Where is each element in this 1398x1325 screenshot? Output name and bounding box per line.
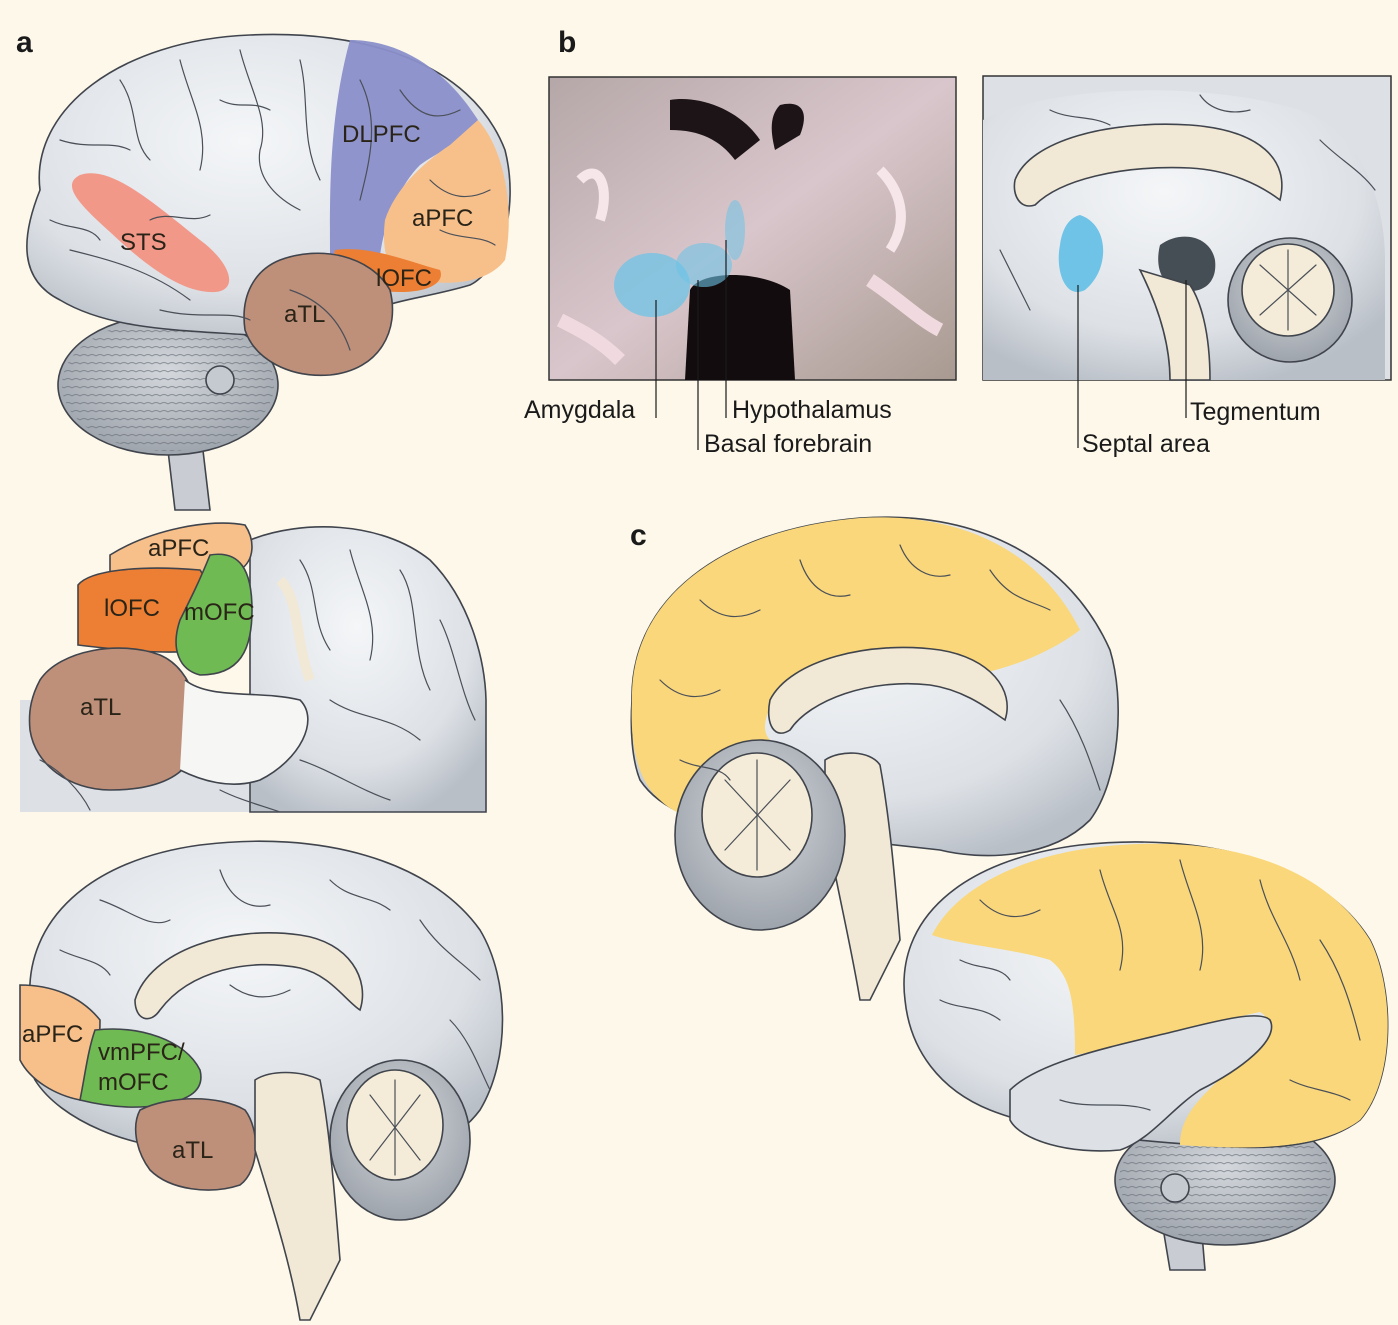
label-atl-lateral: aTL [284, 301, 325, 328]
region-apfc-lateral [383, 120, 509, 283]
label-lofc-ventral: lOFC [104, 595, 160, 622]
corpus-callosum-medial [134, 932, 364, 1020]
panel-letter-b: b [558, 26, 576, 59]
label-apfc-ventral: aPFC [148, 535, 209, 562]
amygdala-region [614, 253, 690, 317]
label-tegmentum: Tegmentum [1190, 398, 1321, 426]
label-atl-ventral: aTL [80, 694, 121, 721]
panel-letter-c: c [630, 519, 647, 552]
temporal-lobe-c [1009, 1015, 1273, 1152]
region-atl-lateral [243, 252, 394, 377]
panel-c-lateral-view [903, 841, 1389, 1271]
basal-forebrain-region [676, 243, 732, 287]
label-atl-medial: aTL [172, 1137, 213, 1164]
corpus-callosum-inset [1013, 123, 1283, 207]
corpus-callosum-c [768, 646, 1008, 734]
lateral-brain-view: DLPFC aPFC STS lOFC aTL [26, 33, 511, 511]
label-apfc-medial: aPFC [22, 1021, 83, 1048]
region-mofc-ventral [175, 553, 253, 676]
label-sts: STS [120, 229, 167, 256]
label-dlpfc: DLPFC [342, 121, 421, 148]
region-atl-ventral [28, 647, 200, 791]
label-basal-forebrain: Basal forebrain [704, 430, 872, 458]
region-atl-medial [134, 1098, 257, 1191]
hypothalamus-region [725, 200, 745, 260]
label-vmpfc-line2: mOFC [98, 1069, 169, 1096]
label-mofc-ventral: mOFC [184, 599, 255, 626]
ventral-right-hemisphere [249, 526, 487, 813]
region-yellow-lateral [932, 843, 1388, 1148]
coronal-section-photo: Amygdala Hypothalamus Basal forebrain [524, 76, 957, 458]
label-vmpfc-line1: vmPFC/ [98, 1039, 185, 1066]
label-lofc-lateral: lOFC [376, 265, 432, 292]
panel-letter-a: a [16, 26, 33, 59]
label-septal-area: Septal area [1082, 430, 1210, 458]
tegmentum-region [1158, 236, 1216, 292]
label-apfc-lateral: aPFC [412, 205, 473, 232]
region-dlpfc [329, 40, 478, 255]
label-amygdala: Amygdala [524, 396, 635, 424]
region-sts [71, 173, 230, 293]
label-hypothalamus: Hypothalamus [732, 396, 892, 424]
panel-c-medial-view [630, 516, 1119, 1001]
brainstem-medial [254, 1071, 341, 1321]
ventral-brain-view: aPFC lOFC mOFC aTL [20, 522, 487, 813]
medial-brain-view: aPFC vmPFC/ mOFC aTL [19, 840, 504, 1321]
septal-area-region [1058, 215, 1104, 292]
sagittal-inset: Tegmentum Septal area [982, 75, 1392, 458]
